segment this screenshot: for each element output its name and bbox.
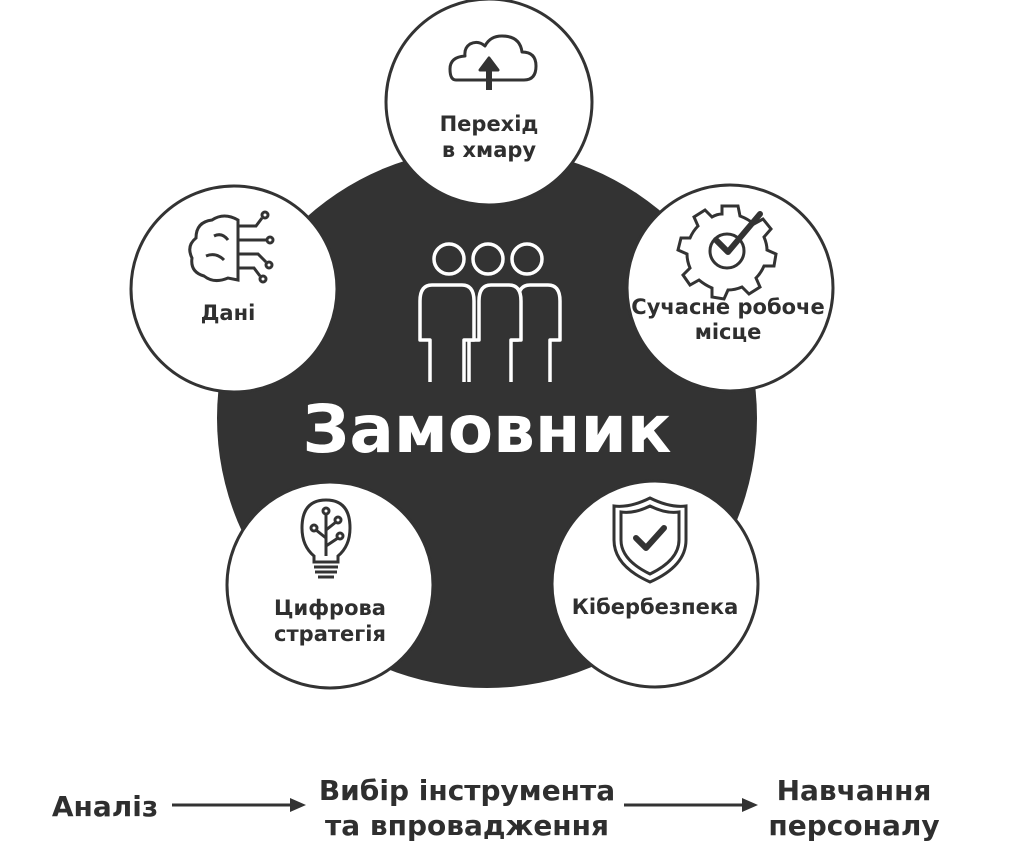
node-label-line: Сучасне робоче: [631, 295, 824, 319]
flow-step-analysis: Аналіз: [52, 790, 158, 823]
node-label-line: Кібербезпека: [572, 595, 739, 619]
node-label-line: в хмару: [442, 138, 537, 162]
node-workplace: Сучасне робоче місце: [625, 183, 835, 393]
flow-step-tool-selection-line2: та впровадження: [325, 809, 609, 842]
node-strategy: Цифрова стратегія: [225, 480, 435, 690]
brain-circuit-icon: [188, 210, 275, 284]
node-label-line: Перехід: [440, 112, 539, 136]
node-label-line: Цифрова: [274, 596, 386, 620]
node-label-line: стратегія: [274, 622, 386, 646]
flow-arrow-2: [624, 798, 758, 812]
gear-check-icon: [676, 204, 778, 301]
flow-step-training: Навчання: [777, 774, 932, 807]
node-label-line: Дані: [201, 301, 256, 325]
flow-step-tool-selection: Вибір інструмента: [319, 774, 615, 807]
lightbulb-icon: [300, 498, 352, 579]
node-label-line: місце: [695, 320, 762, 344]
shield-check-icon: [612, 496, 688, 584]
node-cloud: Перехід в хмару: [384, 0, 594, 207]
people-group-icon: [418, 242, 562, 382]
center-title: Замовник: [302, 391, 671, 468]
flow-arrow-1: [172, 798, 306, 812]
node-data: Дані: [129, 184, 339, 394]
flow-step-training-line2: персоналу: [768, 809, 939, 842]
node-security: Кібербезпека: [550, 479, 760, 689]
cloud-upload-icon: [448, 34, 538, 90]
